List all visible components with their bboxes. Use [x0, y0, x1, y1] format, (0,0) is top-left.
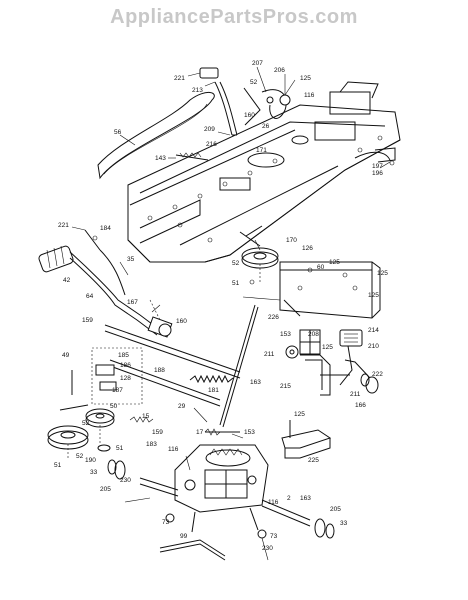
callout: 188 — [154, 367, 165, 374]
callout: 213 — [192, 87, 203, 94]
transmission-pulleys — [47, 404, 115, 460]
callout: 128 — [120, 375, 131, 382]
brake-pedal — [285, 329, 379, 396]
callout: 211 — [264, 351, 275, 358]
callout: 50 — [110, 403, 118, 410]
callout-labels: 221 213 207 206 125 52 116 160 26 56 209… — [54, 60, 388, 552]
callout: 166 — [355, 402, 366, 409]
callout: 210 — [368, 343, 379, 350]
callout: 222 — [372, 371, 383, 378]
clutch-rod — [199, 67, 238, 136]
callout: 52 — [250, 79, 258, 86]
callout: 186 — [120, 362, 131, 369]
callout: 116 — [168, 446, 179, 453]
watermark: AppliancePartsPros.com — [110, 6, 358, 28]
callout: 2 — [287, 495, 291, 502]
callout: 126 — [302, 245, 313, 252]
callout: 197 — [372, 163, 383, 170]
callout: 52 — [232, 260, 240, 267]
callout: 153 — [280, 331, 291, 338]
leader-lines — [71, 66, 391, 561]
callout: 214 — [368, 327, 379, 334]
callout: 209 — [204, 126, 215, 133]
callout: 125 — [368, 292, 379, 299]
callout: 49 — [62, 352, 70, 359]
idler-pulley — [239, 225, 279, 285]
transaxle — [107, 444, 335, 539]
callout: 185 — [118, 352, 129, 359]
callout: 116 — [304, 92, 315, 99]
callout: 52 — [76, 453, 84, 460]
callout: 51 — [116, 445, 124, 452]
callout: 163 — [300, 495, 311, 502]
callout: 171 — [256, 147, 267, 154]
callout: 226 — [268, 314, 279, 321]
callout: 221 — [174, 75, 185, 82]
callout: 215 — [280, 383, 291, 390]
callout: 33 — [340, 520, 348, 527]
callout: 163 — [250, 379, 261, 386]
callout: 26 — [262, 123, 270, 130]
callout: 230 — [120, 477, 131, 484]
callout: 125 — [329, 259, 340, 266]
callout: 33 — [90, 469, 98, 476]
callout: 143 — [155, 155, 166, 162]
callout: 64 — [86, 293, 94, 300]
callout: 211 — [350, 391, 361, 398]
callout: 167 — [127, 299, 138, 306]
callout: 221 — [58, 222, 69, 229]
callout: 15 — [142, 413, 150, 420]
callout: 225 — [308, 457, 319, 464]
callout: 216 — [206, 141, 217, 148]
callout: 73 — [270, 533, 278, 540]
callout: 60 — [317, 264, 325, 271]
callout: 184 — [100, 225, 111, 232]
callout: 29 — [178, 403, 186, 410]
callout: 73 — [162, 519, 170, 526]
callout: 52 — [82, 420, 90, 427]
callout: 42 — [63, 277, 71, 284]
tractor-frame — [127, 81, 401, 263]
callout: 51 — [54, 462, 62, 469]
shift-lever — [38, 229, 161, 336]
callout: 159 — [82, 317, 93, 324]
callout: 207 — [252, 60, 263, 67]
callout: 183 — [146, 441, 157, 448]
mount-bracket — [279, 261, 381, 319]
brake-bracket — [281, 420, 332, 459]
callout: 160 — [176, 318, 187, 325]
drive-belt — [97, 92, 215, 180]
callout: 125 — [377, 270, 388, 277]
callout: 99 — [180, 533, 188, 540]
callout: 181 — [208, 387, 219, 394]
callout: 160 — [244, 112, 255, 119]
callout: 125 — [294, 411, 305, 418]
callout: 205 — [330, 506, 341, 513]
callout: 125 — [300, 75, 311, 82]
callout: 230 — [262, 545, 273, 552]
callout: 35 — [127, 256, 135, 263]
callout: 159 — [152, 429, 163, 436]
callout: 205 — [100, 486, 111, 493]
callout: 208 — [308, 331, 319, 338]
rear-axle-bar — [104, 316, 241, 407]
callout: 51 — [232, 280, 240, 287]
callout: 190 — [85, 457, 96, 464]
callout: 17 — [196, 429, 204, 436]
callout: 187 — [112, 387, 123, 394]
callout: 153 — [244, 429, 255, 436]
callout: 206 — [274, 67, 285, 74]
callout: 125 — [322, 344, 333, 351]
callout: 116 — [268, 499, 279, 506]
callout: 170 — [286, 237, 297, 244]
callout: 196 — [372, 170, 383, 177]
callout: 56 — [114, 129, 122, 136]
